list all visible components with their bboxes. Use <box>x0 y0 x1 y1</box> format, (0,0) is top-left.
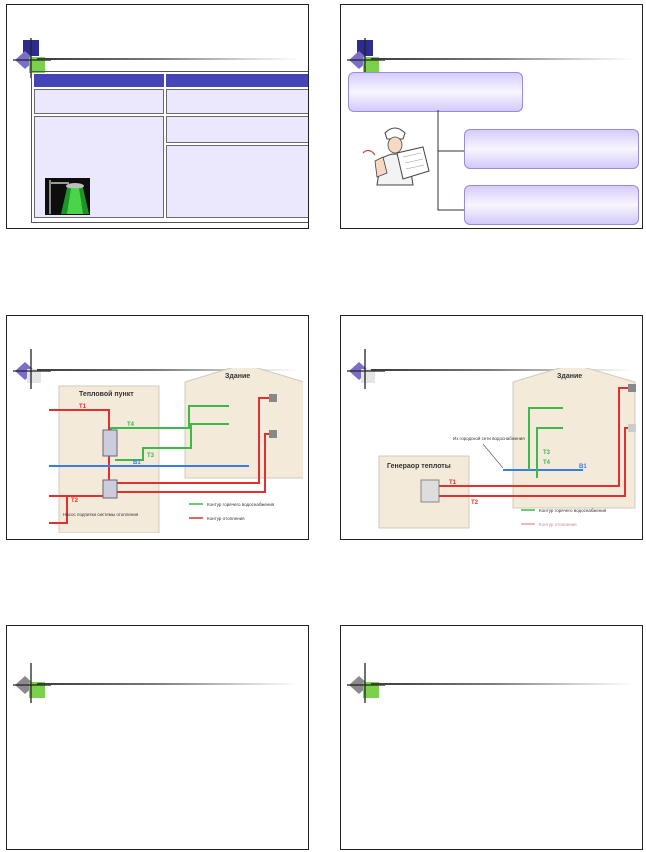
pump-label: Насос подпитки системы отопления <box>63 512 139 517</box>
title-underline <box>371 369 633 371</box>
org-connector <box>437 110 465 211</box>
pipe-label-b1: B1 <box>579 464 587 470</box>
legend-hot-water: Контур горячего водоснабжения <box>207 502 275 507</box>
table-cell <box>166 116 308 143</box>
supply-label: Из городской сети водоснабжения <box>453 435 525 441</box>
title-underline <box>371 58 633 60</box>
slide-ornament <box>347 663 385 703</box>
heating-diagram: Тепловой пункт Здание T1 T4 T3 B1 T2 <box>19 368 303 533</box>
pipe-label-t3: T3 <box>147 453 155 459</box>
org-box-top <box>348 72 523 112</box>
slide-3[interactable]: Тепловой пункт Здание T1 T4 T3 B1 T2 <box>6 315 309 540</box>
table-cell <box>34 89 164 114</box>
pipe-label-t1: T1 <box>449 480 457 486</box>
slide-6[interactable] <box>340 625 643 850</box>
title-underline <box>371 683 633 685</box>
pipe-label-t1: T1 <box>79 404 87 410</box>
table-header-left <box>34 74 164 87</box>
slide-2[interactable] <box>340 4 643 229</box>
pipe-label-t2: T2 <box>71 498 79 504</box>
shower-photo <box>45 178 90 215</box>
title-underline <box>37 369 299 371</box>
heat-generator-label: Генераор теплоты <box>387 463 451 470</box>
building-label: Здание <box>557 373 582 380</box>
slide-4[interactable]: Здание Генераор теплоты Из городской сет… <box>340 315 643 540</box>
pipe-label-t4: T4 <box>127 422 135 428</box>
legend-heating: Контур отопления <box>539 522 577 527</box>
slide-ornament <box>347 38 385 78</box>
legend-hot-water: Контур горячего водоснабжения <box>539 508 607 513</box>
table-cell <box>34 116 164 218</box>
pipe-label-t4: T4 <box>543 460 551 466</box>
slide-ornament <box>13 663 51 703</box>
comparison-table <box>31 71 308 223</box>
pipe-label-t3: T3 <box>543 450 551 456</box>
table-cell <box>166 145 308 218</box>
heat-point-label: Тепловой пункт <box>79 390 134 398</box>
title-underline <box>37 58 299 60</box>
table-cell <box>166 89 308 114</box>
legend-heating: Контур отопления <box>207 516 245 521</box>
building-label: Здание <box>225 373 250 380</box>
worker-with-blueprint-illustration <box>362 127 430 186</box>
slide-ornament <box>347 349 385 389</box>
pipe-label-b1: B1 <box>133 460 141 466</box>
table-header-right <box>166 74 308 87</box>
org-box-child-2 <box>464 185 639 225</box>
slide-ornament <box>13 349 51 389</box>
slide-1[interactable] <box>6 4 309 229</box>
heating-diagram: Здание Генераор теплоты Из городской сет… <box>353 368 637 533</box>
pipe-label-t2: T2 <box>471 500 479 506</box>
title-underline <box>37 683 299 685</box>
slide-5[interactable] <box>6 625 309 850</box>
org-box-child-1 <box>464 129 639 169</box>
slide-ornament <box>13 38 51 78</box>
